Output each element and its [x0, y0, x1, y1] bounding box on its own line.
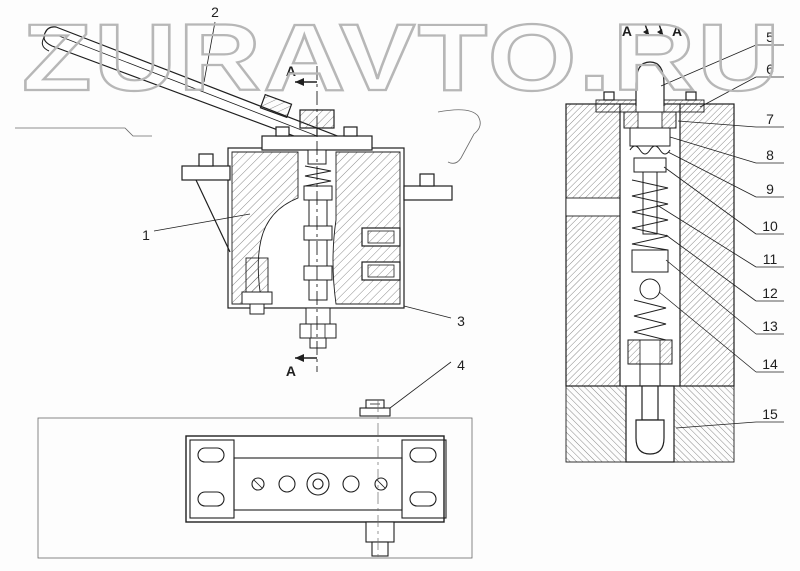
part-label-1: 1: [142, 227, 150, 243]
part-label-12: 12: [762, 285, 778, 301]
view-title-letter-right: A: [672, 23, 682, 39]
view-title-AA: [643, 23, 664, 37]
part-label-4: 4: [457, 357, 465, 373]
bracket-part-4: [359, 399, 391, 417]
part-label-11: 11: [763, 251, 778, 267]
part-label-3: 3: [457, 313, 465, 329]
watermark-text: ZURAVTO.RU: [22, 5, 782, 111]
section-arrow-label-bottom: A: [286, 363, 296, 379]
part-label-10: 10: [762, 218, 778, 234]
part-label-14: 14: [762, 356, 778, 372]
section-view: [565, 61, 735, 463]
part-label-9: 9: [766, 181, 774, 197]
part-label-5: 5: [766, 29, 774, 45]
valve-internals: [241, 149, 337, 349]
section-line-A: [295, 66, 318, 372]
part-label-13: 13: [762, 318, 778, 334]
part-label-8: 8: [766, 147, 774, 163]
view-title-letter-left: A: [622, 23, 632, 39]
vehicle-panel-lines: [15, 109, 481, 164]
side-view: [15, 26, 481, 372]
section-arrow-label-top: A: [286, 63, 296, 79]
plan-view: [37, 399, 473, 559]
part-label-15: 15: [762, 406, 778, 422]
part-label-2: 2: [211, 4, 219, 20]
part-label-6: 6: [766, 61, 774, 77]
part-label-7: 7: [766, 111, 774, 127]
leader-lines: [153, 21, 784, 429]
section-internals: [623, 111, 677, 387]
